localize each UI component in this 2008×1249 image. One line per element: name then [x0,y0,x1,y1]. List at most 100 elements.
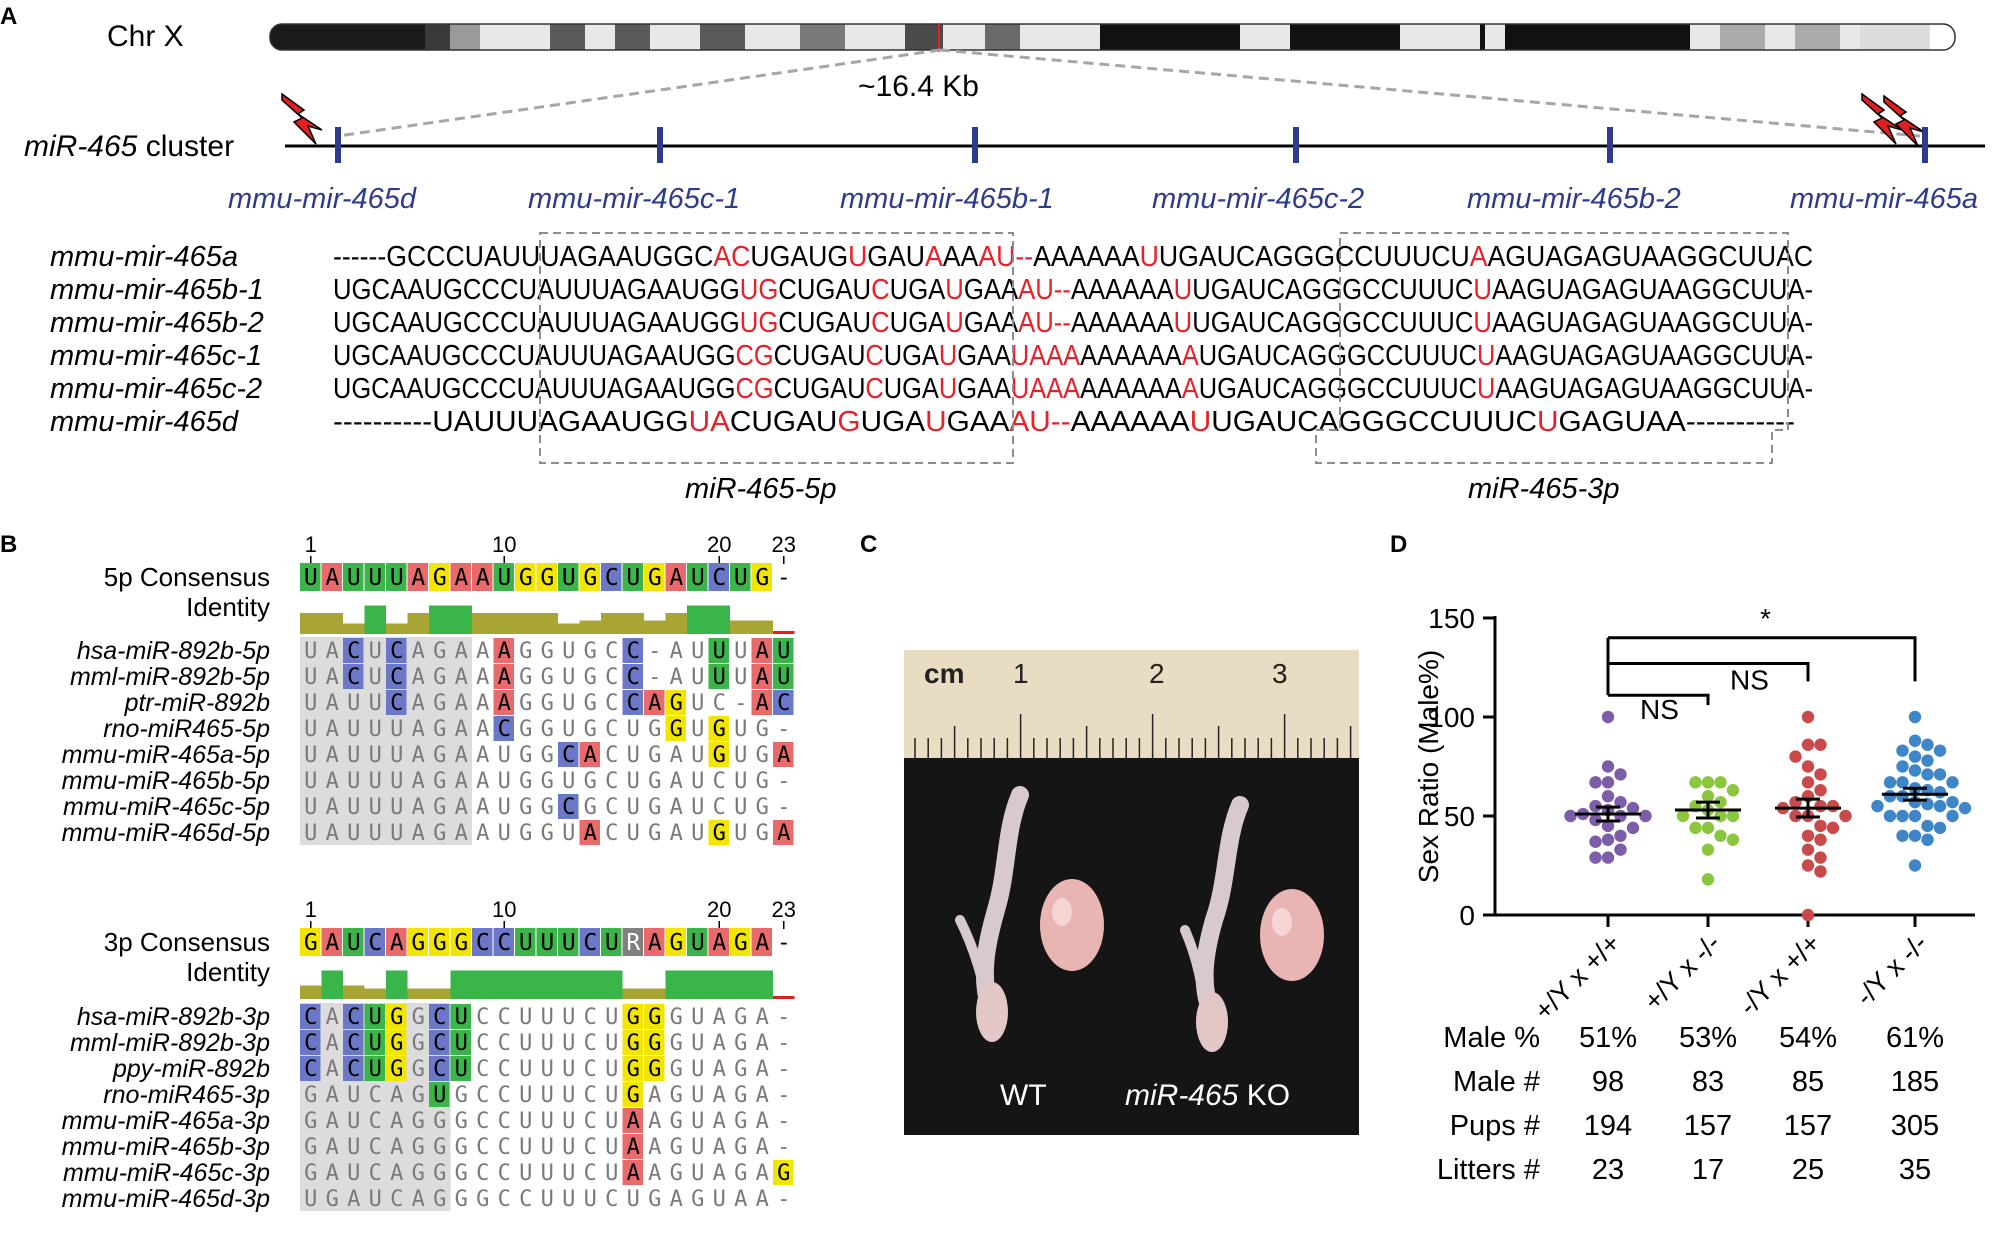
alignment-position-tick: 23 [772,532,796,557]
svg-text:C: C [498,1161,511,1186]
svg-text:A: A [648,691,661,716]
sem-error-bar [1903,786,1927,802]
svg-text:G: G [412,1005,425,1030]
data-point [1908,764,1922,777]
svg-text:U: U [369,639,382,664]
svg-text:U: U [734,717,747,742]
svg-text:U: U [519,1005,532,1030]
svg-text:U: U [347,795,360,820]
svg-text:C: C [605,665,618,690]
data-point [1896,809,1909,823]
table-cell: 17 [1692,1154,1724,1186]
svg-text:G: G [670,1005,683,1030]
alignment-species-name: ppy-miR-892b [112,1055,270,1083]
svg-text:A: A [756,1057,769,1082]
panel-b-letter: B [0,531,17,558]
svg-text:C: C [584,1161,597,1186]
svg-text:U: U [304,639,317,664]
svg-text:-: - [777,930,791,956]
svg-text:U: U [562,665,575,690]
svg-text:C: C [605,639,618,664]
svg-text:G: G [433,1135,446,1160]
mirna-name: mmu-mir-465c-1 [528,183,740,215]
ko-label-gene: miR-465 [1125,1079,1239,1112]
svg-text:G: G [433,1161,446,1186]
svg-text:C: C [369,1109,382,1134]
svg-text:A: A [713,1135,726,1160]
svg-text:A: A [455,717,468,742]
svg-text:A: A [326,639,339,664]
svg-text:U: U [605,1057,618,1082]
svg-text:A: A [670,1187,683,1212]
svg-text:U: U [369,1057,382,1082]
svg-text:A: A [756,665,769,690]
svg-text:G: G [412,1031,425,1056]
svg-text:U: U [734,795,747,820]
ko-label-suffix: KO [1238,1079,1290,1112]
zoom-length-label: ~16.4 Kb [858,70,979,103]
svg-text:A: A [670,743,683,768]
alignment-species-name: rno-miR465-3p [103,1081,270,1109]
svg-text:C: C [777,691,790,716]
svg-text:-: - [777,1083,790,1108]
data-point [1726,809,1740,823]
svg-text:C: C [627,665,640,690]
svg-text:U: U [369,743,382,768]
svg-text:U: U [304,691,317,716]
svg-text:U: U [562,1135,575,1160]
table-cell: 25 [1792,1154,1824,1186]
svg-text:A: A [412,743,425,768]
svg-text:G: G [390,1057,403,1082]
svg-text:G: G [433,1187,446,1212]
svg-text:C: C [584,1005,597,1030]
data-point [1689,821,1702,835]
svg-text:G: G [670,1135,683,1160]
svg-text:U: U [627,769,640,794]
data-point [1726,833,1740,846]
data-point [1826,821,1840,835]
svg-text:G: G [412,1083,425,1108]
identity-label: Identity [186,957,270,987]
svg-text:G: G [519,717,532,742]
svg-text:U: U [691,1161,704,1186]
svg-text:A: A [476,795,489,820]
svg-text:-: - [648,639,661,664]
svg-text:C: C [498,717,511,742]
svg-text:C: C [433,1057,446,1082]
svg-text:U: U [691,691,704,716]
table-cell: 98 [1592,1066,1624,1098]
data-point [1801,859,1815,872]
svg-text:C: C [476,1161,489,1186]
data-point [1814,819,1827,833]
svg-text:U: U [562,1057,575,1082]
data-point [1908,829,1922,842]
svg-text:A: A [777,821,790,846]
significance-label: NS [1640,694,1679,725]
svg-text:G: G [540,565,554,591]
svg-text:C: C [498,1057,511,1082]
data-series [1676,776,1740,886]
svg-text:-: - [777,1031,790,1056]
alignment-row-name: mmu-mir-465b-2 [50,307,264,339]
svg-text:C: C [498,1031,511,1056]
svg-text:G: G [433,565,447,591]
svg-text:U: U [541,1161,554,1186]
svg-text:G: G [433,639,446,664]
svg-text:U: U [433,1083,446,1108]
svg-text:-: - [777,795,790,820]
svg-text:U: U [562,1083,575,1108]
svg-text:-: - [777,769,790,794]
svg-text:G: G [541,665,554,690]
svg-text:A: A [326,769,339,794]
svg-text:G: G [304,930,318,956]
table-row-label: Male # [1453,1066,1540,1098]
svg-text:U: U [369,691,382,716]
svg-text:A: A [756,1005,769,1030]
alignment-row-sequence: UGCAAUGCCCUAUUUAGAAUGGUGCUGAUCUGAUGAAAU-… [333,307,1813,339]
svg-text:U: U [304,821,317,846]
svg-text:U: U [304,565,318,591]
panel-d-letter: D [1390,531,1407,558]
data-point [1908,710,1922,724]
svg-text:C: C [584,1109,597,1134]
